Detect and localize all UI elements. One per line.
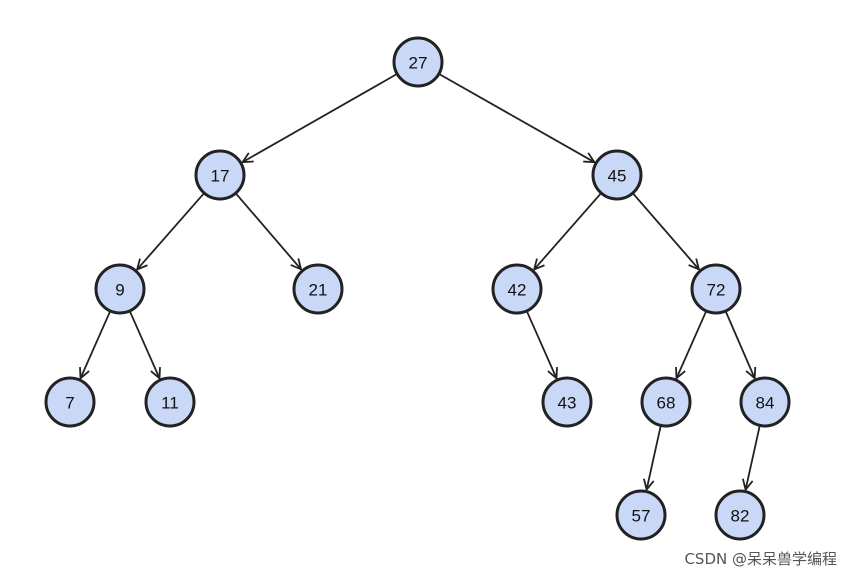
node-label: 68 bbox=[657, 394, 676, 413]
tree-node-21: 21 bbox=[292, 263, 344, 315]
tree-node-84: 84 bbox=[739, 376, 791, 428]
edge-42-to-43 bbox=[525, 310, 557, 378]
tree-node-42: 42 bbox=[491, 263, 543, 315]
node-label: 57 bbox=[632, 507, 651, 526]
edge-17-to-9 bbox=[137, 192, 205, 269]
edge-45-to-72 bbox=[632, 192, 699, 269]
node-label: 45 bbox=[608, 167, 627, 186]
edge-72-to-84 bbox=[724, 310, 755, 378]
node-label: 17 bbox=[211, 167, 230, 186]
tree-node-57: 57 bbox=[615, 489, 667, 541]
tree-node-11: 11 bbox=[144, 376, 196, 428]
node-circle bbox=[591, 149, 643, 201]
node-label: 42 bbox=[508, 281, 527, 300]
node-label: 43 bbox=[558, 394, 577, 413]
node-circle bbox=[690, 263, 742, 315]
node-circle bbox=[194, 149, 246, 201]
node-circle bbox=[739, 376, 791, 428]
node-circle bbox=[640, 376, 692, 428]
node-circle bbox=[292, 263, 344, 315]
node-label: 82 bbox=[731, 507, 750, 526]
node-circle bbox=[392, 36, 444, 88]
edge-45-to-42 bbox=[534, 192, 602, 269]
node-label: 27 bbox=[409, 54, 428, 73]
nodes-layer: 27 17 45 9 21 42 72 7 11 43 68 84 57 82 bbox=[44, 36, 791, 541]
tree-node-82: 82 bbox=[714, 489, 766, 541]
node-label: 84 bbox=[756, 394, 775, 413]
tree-node-68: 68 bbox=[640, 376, 692, 428]
edge-84-to-82 bbox=[746, 425, 761, 489]
tree-node-9: 9 bbox=[94, 263, 146, 315]
edge-68-to-57 bbox=[647, 425, 662, 489]
node-circle bbox=[94, 263, 146, 315]
node-circle bbox=[541, 376, 593, 428]
node-circle bbox=[44, 376, 96, 428]
edge-9-to-11 bbox=[128, 310, 160, 378]
tree-node-72: 72 bbox=[690, 263, 742, 315]
node-label: 21 bbox=[309, 281, 328, 300]
node-circle bbox=[615, 489, 667, 541]
node-label: 7 bbox=[65, 394, 74, 413]
node-label: 9 bbox=[115, 281, 124, 300]
node-circle bbox=[714, 489, 766, 541]
edge-27-to-17 bbox=[243, 73, 398, 162]
edge-27-to-45 bbox=[438, 73, 595, 162]
node-circle bbox=[491, 263, 543, 315]
node-circle bbox=[144, 376, 196, 428]
edge-72-to-68 bbox=[677, 310, 708, 378]
edge-9-to-7 bbox=[81, 310, 112, 378]
edge-17-to-21 bbox=[234, 192, 301, 269]
node-label: 72 bbox=[707, 281, 726, 300]
edges-layer bbox=[81, 73, 761, 490]
tree-node-17: 17 bbox=[194, 149, 246, 201]
tree-node-7: 7 bbox=[44, 376, 96, 428]
node-label: 11 bbox=[161, 394, 179, 413]
watermark: CSDN @呆呆兽学编程 bbox=[684, 550, 837, 568]
tree-node-27: 27 bbox=[392, 36, 444, 88]
tree-node-43: 43 bbox=[541, 376, 593, 428]
tree-node-45: 45 bbox=[591, 149, 643, 201]
